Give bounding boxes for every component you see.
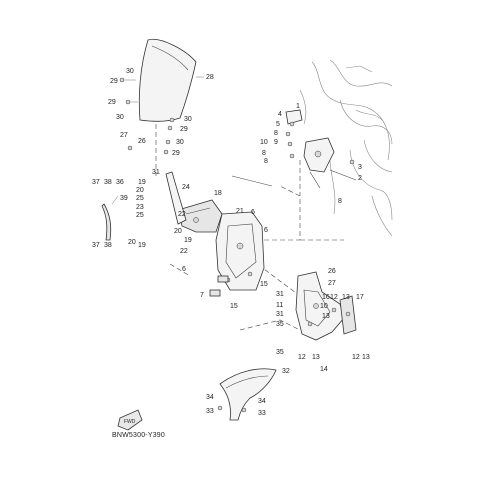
callout: 22 [178,211,186,218]
windshield-screws [119,77,175,155]
callout: 18 [214,190,222,197]
callout: 33 [206,408,214,415]
callout: 5 [276,121,280,128]
callout: 16 [322,294,330,301]
callout: 24 [182,184,190,191]
callout: 8 [262,150,266,157]
callout: 30 [176,139,184,146]
callout: 22 [180,248,188,255]
callout: 7 [200,292,204,299]
callout: 20 [136,187,144,194]
callout: 31 [152,169,160,176]
callout: 39 [120,195,128,202]
callout: 26 [328,268,336,275]
side-bracket-part-17 [339,295,357,335]
callout: 10 [320,303,328,310]
callout: 38 [104,179,112,186]
callout: 30 [126,68,134,75]
callout: 3 [358,164,362,171]
callout: 6 [251,209,255,216]
callout: 6 [182,266,186,273]
upper-bracket-part-18 [177,199,223,233]
callout: 20 [174,228,182,235]
callout: 34 [206,394,214,401]
callout: 10 [260,139,268,146]
callout: 4 [278,111,282,118]
callout: 17 [356,294,364,301]
callout: 33 [258,410,266,417]
windshield-part-28 [138,38,204,122]
callout: 2 [358,175,362,182]
callout: 21 [236,208,244,215]
callout: 11 [276,302,283,309]
lower-bracket-part-11 [295,271,345,341]
callout: 29 [180,126,188,133]
callout: 8 [338,198,342,205]
callout: 14 [320,366,328,373]
callout: 30 [116,114,124,121]
callout: 12 [298,354,306,361]
callout: 27 [120,132,128,139]
callout: 8 [264,158,268,165]
callout: 29 [108,99,116,106]
callout: 37 [92,242,100,249]
callout: 27 [328,280,336,287]
callout: 8 [274,130,278,137]
callout: 31 [276,311,284,318]
callout: 29 [110,78,118,85]
callout: 36 [116,179,124,186]
callout: 6 [264,227,268,234]
callout: 19 [138,242,146,249]
stay-part-31 [165,171,187,225]
callout: 35 [276,321,284,328]
callout: 25 [136,212,144,219]
callout: 30 [184,116,192,123]
callout: 12 [352,354,360,361]
callout: 34 [258,398,266,405]
callout: 28 [206,74,214,81]
callout: 29 [172,150,180,157]
fwd-label: FWD [124,419,136,425]
callout: 13 [362,354,370,361]
rod-part-5 [231,175,273,187]
callout: 26 [138,138,146,145]
callout: 38 [104,242,112,249]
callout: 37 [92,179,100,186]
callout-labels: 28 30 29 29 30 30 29 27 26 30 29 31 19 2… [92,68,370,417]
callout: 15 [230,303,238,310]
lower-cover-part-32 [217,368,277,421]
callout: 25 [136,195,144,202]
fwd-arrow-icon: FWD [117,409,143,431]
callout: 13 [322,313,330,320]
callout: 12 [330,294,338,301]
callout: 1 [296,103,300,110]
callout: 19 [138,179,146,186]
callout: 15 [260,281,268,288]
center-bracket-part-21 [215,211,265,291]
callout: 13 [312,354,320,361]
side-cover-part-36 [101,195,119,241]
callout: 19 [184,237,192,244]
right-bracket-assembly [285,109,357,189]
callout: 20 [128,239,136,246]
callout: 13 [342,294,350,301]
callout: 23 [136,204,144,211]
rubber-parts-22 [209,275,229,297]
callout: 35 [276,349,284,356]
callout: 32 [282,368,290,375]
diagram-code: BNW5300-Y390 [112,432,165,439]
callout: 9 [274,139,278,146]
callout: 31 [276,291,284,298]
